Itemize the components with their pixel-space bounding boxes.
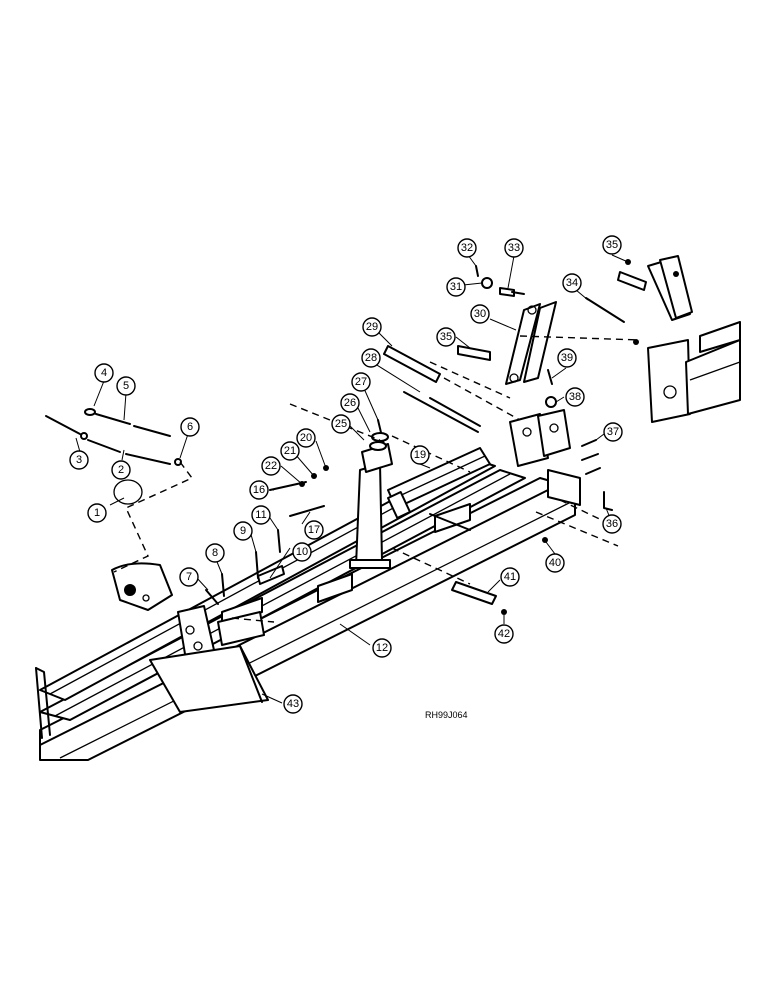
drawing-reference: RH99J064 [425,710,468,720]
callout-43: 43 [283,694,303,714]
svg-text:40: 40 [549,557,561,569]
svg-text:35: 35 [440,331,452,343]
callout-11: 11 [251,505,271,525]
svg-text:27: 27 [355,376,367,388]
right-plate-bracket [509,409,571,467]
callout-21: 21 [280,441,300,461]
svg-text:3: 3 [76,454,82,466]
svg-text:32: 32 [461,242,473,254]
callout-2: 2 [111,460,131,480]
svg-text:20: 20 [300,432,312,444]
callout-39: 39 [557,348,577,368]
svg-text:10: 10 [296,546,308,558]
callout-32: 32 [457,238,477,258]
svg-text:4: 4 [101,367,107,379]
pins-and-shafts [205,265,625,615]
callout-17: 17 [304,520,324,540]
svg-text:39: 39 [561,352,573,364]
svg-text:6: 6 [187,421,193,433]
callout-31: 31 [446,277,466,297]
main-frame [35,457,581,761]
callout-12: 12 [372,638,392,658]
callout-6: 6 [180,417,200,437]
svg-text:38: 38 [569,391,581,403]
callout-27: 27 [351,372,371,392]
svg-text:33: 33 [508,242,520,254]
hose-group [45,408,182,505]
svg-text:21: 21 [284,445,296,457]
callout-41: 41 [500,567,520,587]
svg-text:37: 37 [607,426,619,438]
callout-25: 25 [331,414,351,434]
callout-19: 19 [410,445,430,465]
callout-30: 30 [470,304,490,324]
callout-1: 1 [87,503,107,523]
svg-text:26: 26 [344,397,356,409]
callout-37: 37 [603,422,623,442]
svg-text:16: 16 [253,484,265,496]
svg-text:2: 2 [118,464,124,476]
svg-text:11: 11 [255,509,266,521]
svg-text:43: 43 [287,698,299,710]
callout-8: 8 [205,543,225,563]
hitch-bracket [111,562,269,713]
svg-text:28: 28 [365,352,377,364]
callout-42: 42 [494,624,514,644]
svg-text:35: 35 [606,239,618,251]
svg-text:5: 5 [123,380,129,392]
svg-text:25: 25 [335,418,347,430]
svg-text:9: 9 [240,525,246,537]
callout-9: 9 [233,521,253,541]
callout-38: 38 [565,387,585,407]
svg-text:12: 12 [376,642,388,654]
callout-28: 28 [361,348,381,368]
callout-20: 20 [296,428,316,448]
callouts: 1 2 3 4 5 6 7 8 9 11 10 12 16 17 19 20 2… [69,235,623,714]
callout-29: 29 [362,317,382,337]
callout-10: 10 [292,542,312,562]
callout-35-upper: 35 [602,235,622,255]
callout-7: 7 [179,567,199,587]
link-arms [505,301,557,385]
callout-4: 4 [94,363,114,383]
callout-33: 33 [504,238,524,258]
callout-26: 26 [340,393,360,413]
callout-22: 22 [261,456,281,476]
callout-40: 40 [545,553,565,573]
svg-text:8: 8 [212,547,218,559]
callout-3: 3 [69,450,89,470]
svg-text:19: 19 [414,449,426,461]
svg-text:1: 1 [94,507,100,519]
right-section [617,255,741,423]
callout-16: 16 [249,480,269,500]
callout-35-lower: 35 [436,327,456,347]
svg-text:36: 36 [606,518,618,530]
svg-text:41: 41 [504,571,516,583]
svg-text:7: 7 [186,571,192,583]
svg-text:31: 31 [450,281,462,293]
center-stand [349,419,393,569]
svg-text:30: 30 [474,308,486,320]
svg-text:42: 42 [498,628,510,640]
svg-text:29: 29 [366,321,378,333]
svg-text:17: 17 [308,524,320,536]
callout-36: 36 [602,514,622,534]
svg-text:22: 22 [265,460,277,472]
callout-5: 5 [116,376,136,396]
svg-text:34: 34 [566,277,578,289]
callout-34: 34 [562,273,582,293]
